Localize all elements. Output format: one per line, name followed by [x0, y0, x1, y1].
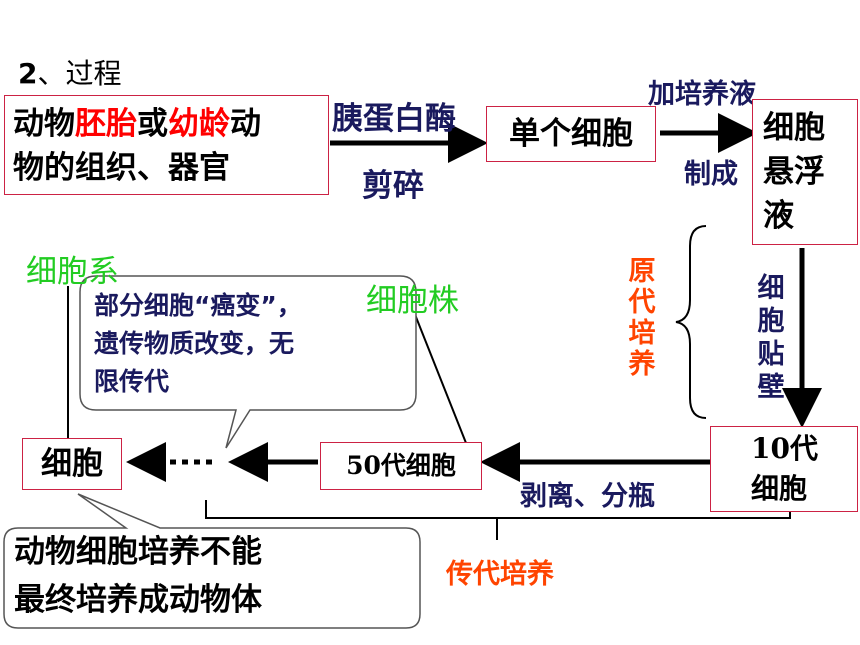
source-t5: 动 [230, 106, 261, 142]
single-cell-label: 单个细胞 [509, 116, 633, 152]
callout-cancer-line2: 遗传物质改变，无 [94, 329, 295, 358]
label-cell-strain: 细胞株 [366, 283, 459, 319]
callout-bottom-shape [3, 493, 421, 629]
pointer-cell-strain [413, 311, 469, 449]
callout-cancer-text: 部分细胞“癌变”， 遗传物质改变，无 限传代 [94, 287, 302, 401]
label-mince: 剪碎 [362, 168, 424, 204]
gen10-box: 10代 细胞 [710, 426, 858, 512]
gen50-label: 50代细胞 [346, 451, 456, 480]
label-cell-line: 细胞系 [26, 254, 119, 290]
label-trypsin: 胰蛋白酶 [332, 101, 456, 137]
gen10-line1: 10代 [751, 432, 818, 465]
brace-primary-culture [675, 225, 707, 419]
source-t1: 动物 [13, 106, 75, 142]
callout-cancer-shape [79, 275, 417, 449]
label-make: 制成 [684, 159, 738, 190]
source-or: 或 [137, 106, 168, 142]
label-peel-split: 剥离、分瓶 [520, 481, 655, 512]
source-line2: 物的组织、器官 [13, 150, 230, 186]
cell-box: 细胞 [22, 438, 122, 490]
source-young: 幼龄 [168, 106, 230, 142]
callout-bottom-line1: 动物细胞培养不能 [14, 534, 262, 570]
bracket-subculture [205, 500, 791, 519]
section-heading: 2、过程 [18, 52, 122, 92]
label-add-medium: 加培养液 [648, 79, 756, 110]
label-cell-attach: 细胞贴壁 [757, 273, 785, 403]
suspension-line3: 液 [763, 198, 794, 234]
callout-cancer-line3: 限传代 [94, 367, 170, 396]
source-line1: 动物胚胎或幼龄动 [13, 102, 320, 146]
section-number: 2 [18, 57, 38, 90]
label-primary-culture: 原代培养 [628, 256, 656, 380]
section-title: 、过程 [37, 57, 122, 90]
label-subculture: 传代培养 [446, 559, 554, 590]
cell-label: 细胞 [41, 446, 103, 482]
suspension-line2: 悬浮 [763, 154, 825, 190]
source-tissue-box: 动物胚胎或幼龄动 物的组织、器官 [4, 95, 329, 195]
source-embryo: 胚胎 [75, 106, 137, 142]
suspension-line1: 细胞 [763, 110, 825, 146]
single-cell-box: 单个细胞 [486, 106, 656, 162]
callout-bottom-line2: 最终培养成动物体 [14, 582, 262, 618]
cell-suspension-box: 细胞 悬浮 液 [752, 99, 858, 245]
callout-bottom-text: 动物细胞培养不能 最终培养成动物体 [14, 528, 262, 624]
gen10-line2: 细胞 [751, 472, 808, 505]
gen50-box: 50代细胞 [320, 442, 482, 490]
callout-cancer-line1: 部分细胞“癌变”， [94, 291, 302, 320]
